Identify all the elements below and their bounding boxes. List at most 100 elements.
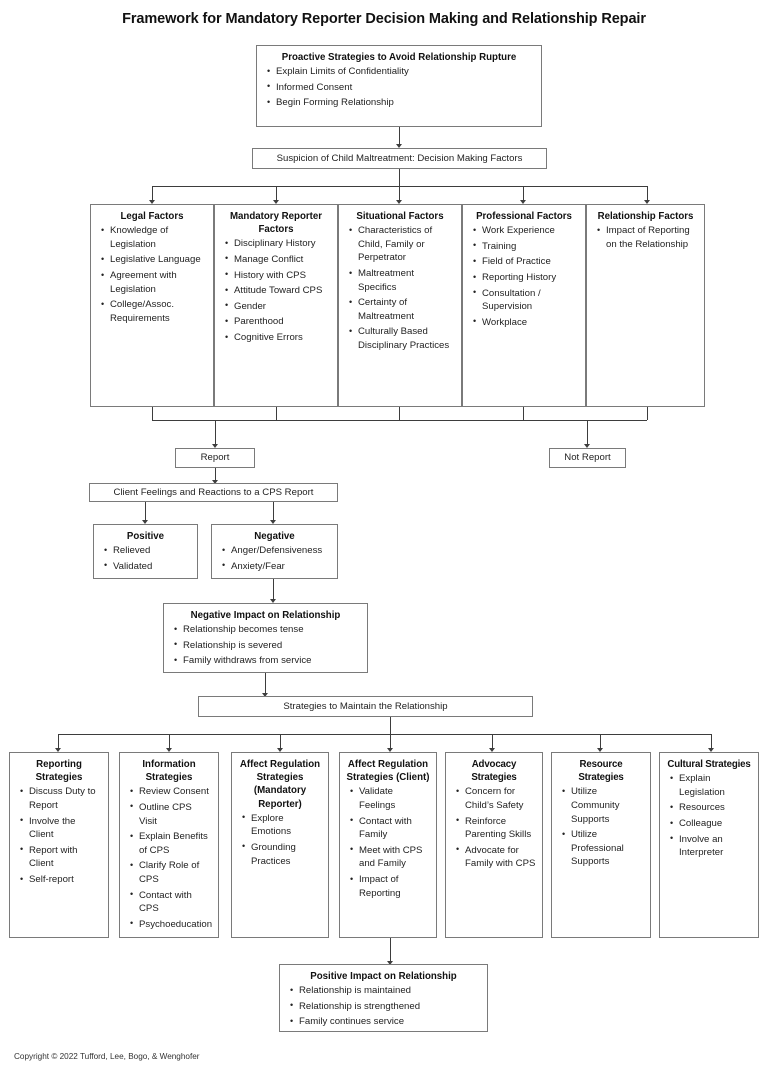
node-bullet-list: Explain Limits of Confidentiality Inform… [263,65,535,110]
arrow-head [396,200,402,204]
list-item: Reporting History [473,271,579,285]
node-heading: Resource Strategies [578,759,624,784]
arrow-head [142,520,148,524]
connector-decision-bus [152,420,647,421]
node-bullet-list: Concern for Child’s Safety Reinforce Par… [452,785,536,871]
list-item: Psychoeducation [130,917,212,932]
list-item: Concern for Child’s Safety [456,785,536,812]
list-item: Utilize Community Supports [562,785,644,826]
list-item: Advocate for Family with CPS [456,843,536,871]
node-label: Not Report [564,452,611,464]
connector-drop-situational [399,186,400,201]
list-item: Reinforce Parenting Skills [456,814,536,842]
connector-report-to-feelings [215,468,216,481]
arrow-head [387,748,393,752]
arrow-head [277,748,283,752]
node-bullet-list: Impact of Reporting on the Relationship [593,224,698,251]
list-item: Begin Forming Relationship [267,96,535,110]
list-item: Relationship is severed [174,638,361,653]
connector-up-situational [399,407,400,420]
list-item: Field of Practice [473,255,579,269]
list-item: Maltreatment Specifics [349,267,455,294]
connector-drop-relationship [647,186,648,201]
list-item: Impact of Reporting on the Relationship [597,224,698,251]
list-item: Training [473,239,579,254]
connector-up-relationship [647,407,648,420]
node-label: Suspicion of Child Maltreatment: Decisio… [276,152,523,164]
connector-drop-affect-client [390,734,391,749]
connector-suspicion-down [399,169,400,186]
node-positive-feelings: Positive Relieved Validated [93,524,198,579]
list-item: Cognitive Errors [225,331,331,345]
list-item: Family continues service [290,1015,481,1029]
node-heading: Reporting Strategies [35,759,83,784]
connector-strategies-to-positive-impact [390,938,391,962]
connector-drop-cultural [711,734,712,749]
list-item: Disciplinary History [225,237,331,251]
arrow-head [520,200,526,204]
node-heading: Negative [254,531,295,542]
arrow-head [270,520,276,524]
connector-drop-affect-mr [280,734,281,749]
arrow-head [262,693,268,697]
list-item: Explore Emotions [242,811,322,839]
list-item: Informed Consent [267,80,535,95]
connector-up-legal [152,407,153,420]
list-item: Contact with CPS [130,888,212,916]
list-item: Explain Benefits of CPS [130,830,212,857]
node-heading: Situational Factors [356,211,444,222]
list-item: Validate Feelings [350,785,430,812]
node-label: Client Feelings and Reactions to a CPS R… [113,486,314,498]
list-item: Anger/Defensiveness [222,544,331,558]
list-item: Manage Conflict [225,252,331,267]
list-item: Utilize Professional Supports [562,828,644,869]
node-strategies-maintain: Strategies to Maintain the Relationship [198,696,533,717]
node-label: Strategies to Maintain the Relationship [283,700,448,712]
connector-to-not-report [587,420,588,445]
connector-drop-advocacy [492,734,493,749]
list-item: Meet with CPS and Family [350,843,430,871]
list-item: Colleague [670,817,752,831]
copyright-notice: Copyright © 2022 Tufford, Lee, Bogo, & W… [14,1052,200,1061]
connector-strategies-down [390,717,391,734]
list-item: Discuss Duty to Report [20,785,102,812]
node-heading: Positive [126,531,165,542]
list-item: Work Experience [473,224,579,238]
list-item: Self-report [20,873,102,887]
list-item: Involve an Interpreter [670,832,752,860]
list-item: Impact of Reporting [350,873,430,900]
list-item: Validated [104,559,191,574]
list-item: Clarify Role of CPS [130,859,212,886]
list-item: Involve the Client [20,814,102,842]
node-heading: Advocacy Strategies [471,759,517,784]
list-item: Resources [670,801,752,815]
list-item: Consultation / Supervision [473,286,579,314]
connector-to-report [215,420,216,445]
node-bullet-list: Disciplinary History Manage Conflict His… [221,237,331,344]
arrow-head [489,748,495,752]
connector-drop-legal [152,186,153,201]
node-cultural-strategies: Cultural Strategies Explain Legislation … [659,752,759,938]
list-item: College/Assoc. Requirements [101,298,207,325]
arrow-head [212,444,218,448]
list-item: Culturally Based Disciplinary Practices [349,325,455,352]
list-item: Parenthood [225,315,331,329]
node-bullet-list: Work Experience Training Field of Practi… [469,224,579,329]
node-resource-strategies: Resource Strategies Utilize Community Su… [551,752,651,938]
node-heading: Affect Regulation Strategies (Client) [346,759,430,784]
arrow-head [149,200,155,204]
connector-up-mandatory [276,407,277,420]
node-negative-feelings: Negative Anger/Defensiveness Anxiety/Fea… [211,524,338,579]
arrow-head [270,599,276,603]
node-affect-regulation-mandatory-reporter: Affect Regulation Strategies (Mandatory … [231,752,329,938]
arrow-head [584,444,590,448]
connector-strategies-bus [58,734,711,735]
node-heading: Proactive Strategies to Avoid Relationsh… [281,52,517,63]
node-heading: Negative Impact on Relationship [190,610,341,621]
arrow-head [55,748,61,752]
node-bullet-list: Anger/Defensiveness Anxiety/Fear [218,544,331,573]
node-affect-regulation-client: Affect Regulation Strategies (Client) Va… [339,752,437,938]
node-heading: Information Strategies [142,759,196,784]
connector-proactive-to-suspicion [399,127,400,145]
arrow-head [708,748,714,752]
